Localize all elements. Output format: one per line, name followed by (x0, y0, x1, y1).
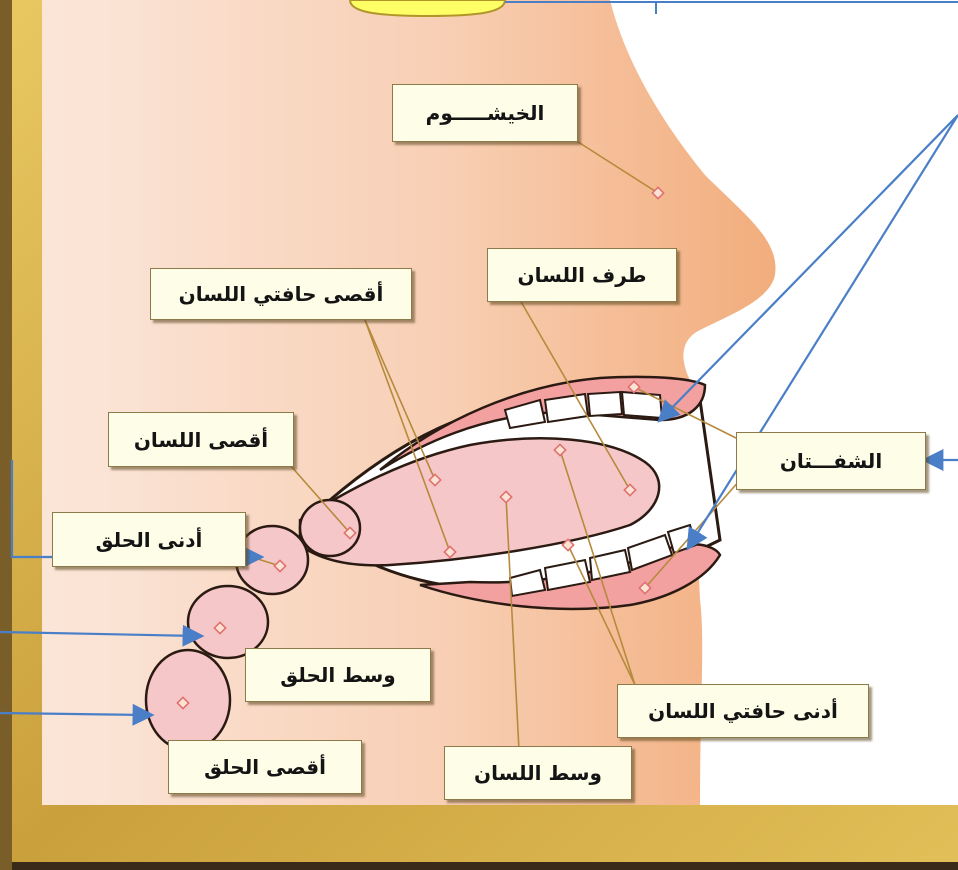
label-shafatan: الشفـــتان (736, 432, 926, 490)
pharynx-segment-1 (146, 650, 230, 750)
pharynx-segment-3 (236, 526, 308, 594)
top-tab (350, 0, 505, 16)
label-adna-hafatay-allisan: أدنى حافتي اللسان (617, 684, 869, 738)
label-tarf-allisan: طرف اللسان (487, 248, 677, 302)
dark-bottom-edge (0, 862, 958, 870)
label-wasat-allisan: وسط اللسان (444, 746, 632, 800)
throat-cavity (42, 0, 140, 805)
label-aqsa-hafatay-allisan: أقصى حافتي اللسان (150, 268, 412, 320)
label-aqsa-halq: أقصى الحلق (168, 740, 362, 794)
label-aqsa-allisan: أقصى اللسان (108, 412, 294, 467)
label-adna-halq: أدنى الحلق (52, 512, 246, 567)
label-wasat-halq: وسط الحلق (245, 648, 431, 702)
label-khayshum: الخيشـــــوم (392, 84, 578, 142)
left-dark-edge (0, 0, 12, 870)
